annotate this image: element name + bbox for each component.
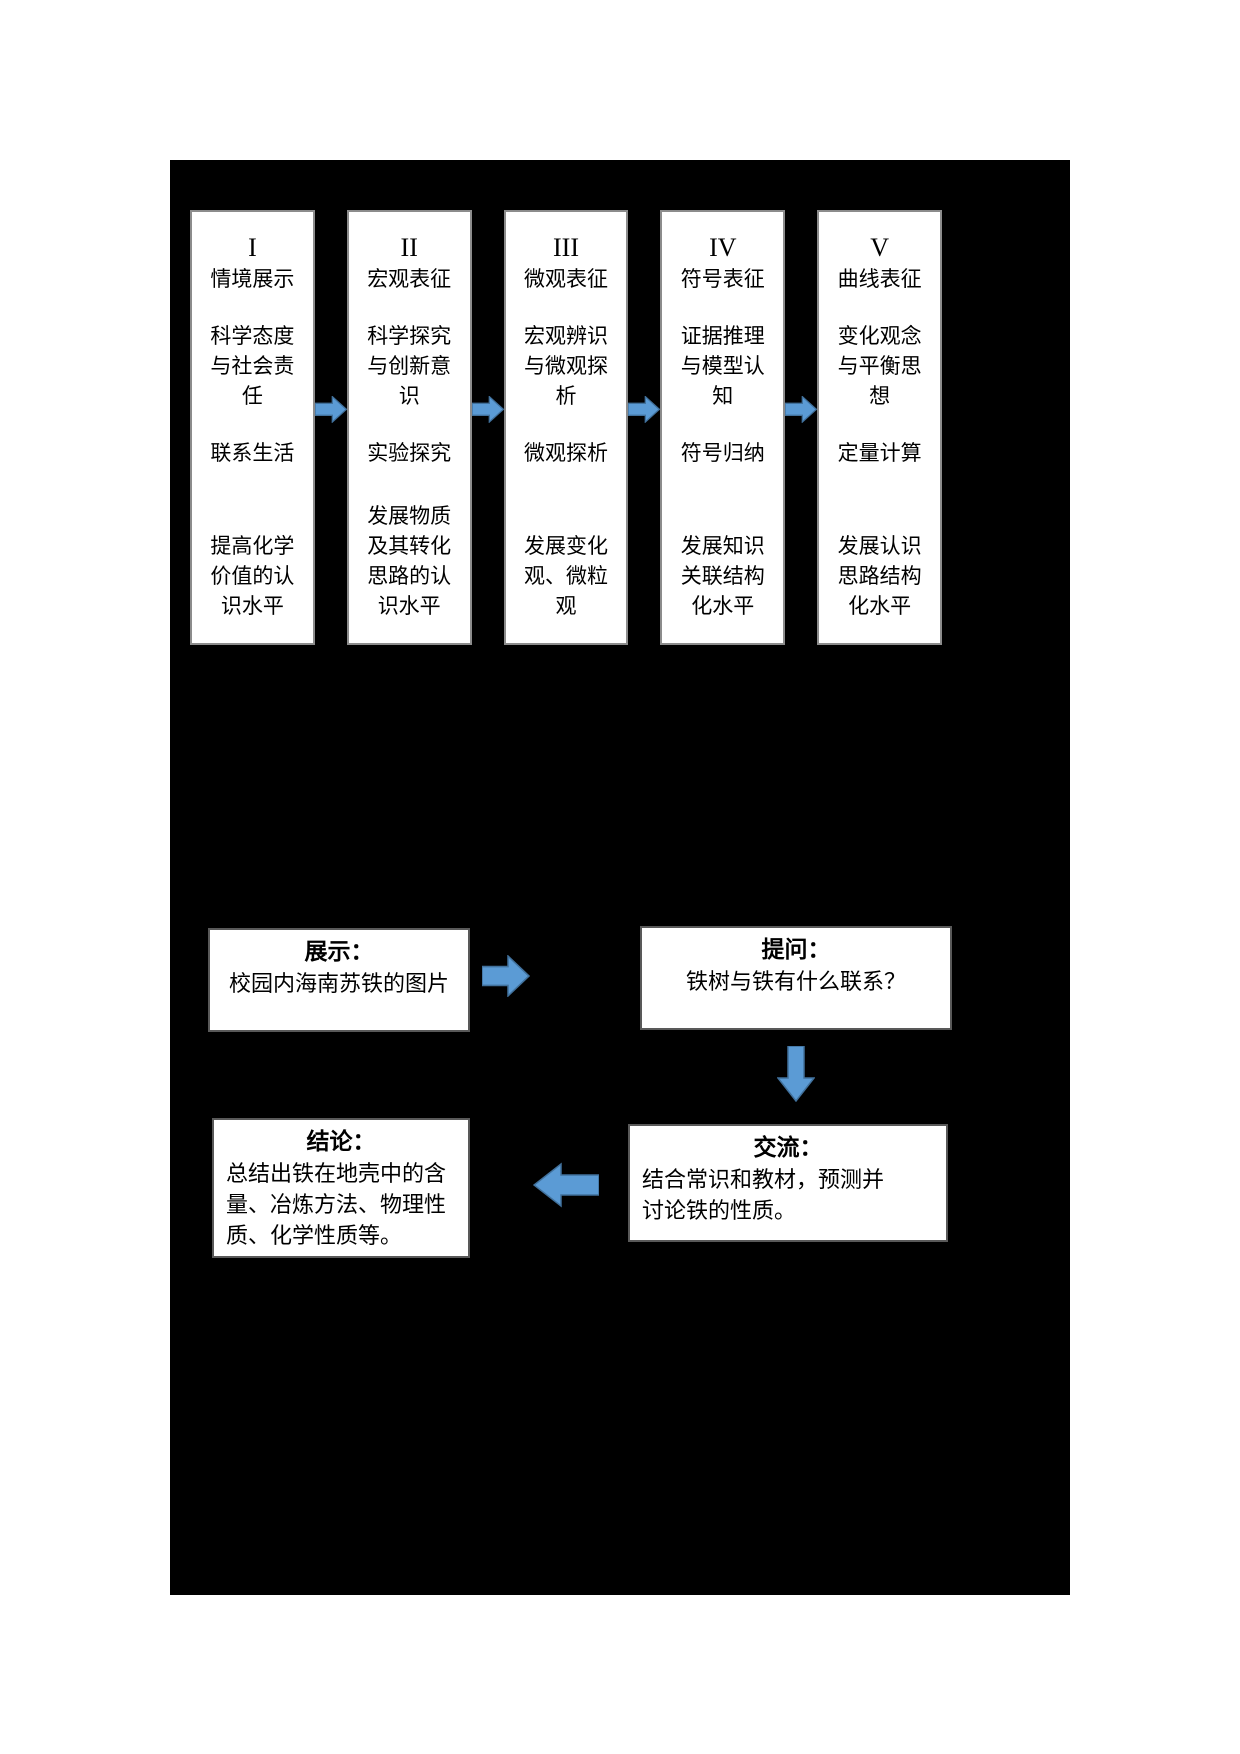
stage-title: 情境展示 — [210, 267, 295, 291]
stage-line: 关联结构 — [680, 564, 765, 588]
stage-line: 观 — [555, 594, 577, 618]
ask-box-body: 铁树与铁有什么联系？ — [685, 969, 906, 994]
stage-line: 与微观探 — [523, 354, 608, 378]
stage-line: 思路的认 — [367, 564, 452, 588]
stage-numeral: III — [553, 233, 579, 262]
stage-group: 符号归纳 — [681, 438, 765, 468]
stage-line: 联系生活 — [210, 441, 295, 465]
stage-line: 思路结构 — [837, 564, 922, 588]
stage-line: 化水平 — [848, 594, 912, 618]
stage-line: 析 — [555, 384, 577, 408]
stage-title: 符号表征 — [680, 267, 765, 291]
diagram-canvas: I 情境展示 科学态度与社会责任联系生活提高化学价值的认识水平 II 宏观表征 … — [170, 160, 1070, 1595]
arrow-left-icon — [533, 1162, 599, 1208]
stage-line: 与创新意 — [367, 354, 452, 378]
arrow-down-icon — [777, 1046, 815, 1102]
stage-group: 实验探究 — [367, 438, 451, 468]
conclusion-box-title: 结论： — [306, 1129, 376, 1154]
stage-group: 微观探析 — [524, 438, 608, 468]
stage-line: 变化观念 — [837, 324, 922, 348]
stage-box: II 宏观表征 科学探究与创新意识实验探究发展物质及其转化思路的认识水平 — [346, 210, 472, 645]
ask-box: 提问： 铁树与铁有什么联系？ — [640, 926, 952, 1030]
stage-group: 科学态度与社会责任 — [210, 321, 294, 411]
stage-line: 证据推理 — [680, 324, 765, 348]
discuss-box-title: 交流： — [753, 1135, 823, 1160]
stage-box: V 曲线表征 变化观念与平衡思想定量计算发展认识思路结构化水平 — [817, 210, 942, 645]
stage-line: 知 — [712, 384, 734, 408]
stage-line: 定量计算 — [837, 441, 922, 465]
stage-arrow-right-icon — [471, 396, 504, 423]
stage-line: 发展认识 — [837, 534, 922, 558]
stage-numeral: II — [400, 233, 418, 262]
stage-arrow-right-icon — [785, 396, 818, 423]
stage-box: III 微观表征 宏观辨识与微观探析微观探析发展变化观、微粒观 — [503, 210, 629, 645]
stage-line: 任 — [241, 384, 263, 408]
stage-group: 发展知识关联结构化水平 — [681, 531, 765, 621]
stage-numeral: V — [870, 233, 889, 262]
conclusion-box: 结论： 总结出铁在地壳中的含 量、冶炼方法、物理性 质、化学性质等。 — [212, 1118, 470, 1258]
stage-line: 科学态度 — [210, 324, 295, 348]
stage-title: 宏观表征 — [367, 267, 452, 291]
stage-line: 发展变化 — [523, 534, 608, 558]
stage-group: 发展物质及其转化思路的认识水平 — [367, 501, 451, 621]
ask-box-title: 提问： — [761, 937, 831, 962]
stage-group: 宏观辨识与微观探析 — [524, 321, 608, 411]
stage-title: 微观表征 — [523, 267, 608, 291]
stage-group: 发展认识思路结构化水平 — [838, 531, 922, 621]
stage-line: 想 — [869, 384, 891, 408]
stage-group: 变化观念与平衡思想 — [838, 321, 922, 411]
stage-line: 观、微粒 — [523, 564, 608, 588]
stage-line: 发展知识 — [680, 534, 765, 558]
show-box: 展示： 校园内海南苏铁的图片 — [208, 928, 470, 1032]
stage-row: I 情境展示 科学态度与社会责任联系生活提高化学价值的认识水平 II 宏观表征 … — [190, 210, 942, 645]
stage-group: 发展变化观、微粒观 — [524, 531, 608, 621]
stage-group: 证据推理与模型认知 — [681, 321, 765, 411]
stage-numeral: IV — [709, 233, 737, 262]
stage-line: 及其转化 — [367, 534, 452, 558]
stage-box: IV 符号表征 证据推理与模型认知符号归纳发展知识关联结构化水平 — [660, 210, 786, 645]
stage-line: 与模型认 — [680, 354, 765, 378]
stage-group: 科学探究与创新意识 — [367, 321, 451, 411]
stage-line: 符号归纳 — [680, 441, 765, 465]
stage-group: 定量计算 — [838, 438, 922, 468]
stage-group: 提高化学价值的认识水平 — [210, 531, 294, 621]
stage-title: 曲线表征 — [837, 267, 922, 291]
stage-line: 与社会责 — [210, 354, 295, 378]
stage-line: 发展物质 — [367, 504, 452, 528]
stage-line: 科学探究 — [367, 324, 452, 348]
stage-group: 联系生活 — [210, 438, 294, 468]
discuss-box-body: 结合常识和教材，预测并 讨论铁的性质。 — [642, 1167, 885, 1223]
stage-line: 实验探究 — [367, 441, 452, 465]
show-box-title: 展示： — [304, 939, 374, 964]
stage-box: I 情境展示 科学态度与社会责任联系生活提高化学价值的认识水平 — [190, 210, 315, 645]
stage-line: 价值的认 — [210, 564, 295, 588]
show-box-body: 校园内海南苏铁的图片 — [228, 971, 449, 996]
conclusion-box-body: 总结出铁在地壳中的含 量、冶炼方法、物理性 质、化学性质等。 — [226, 1161, 447, 1248]
stage-line: 化水平 — [691, 594, 755, 618]
stage-numeral: I — [248, 233, 257, 262]
stage-line: 识水平 — [220, 594, 284, 618]
stage-line: 识 — [398, 384, 420, 408]
stage-arrow-right-icon — [314, 396, 347, 423]
stage-line: 与平衡思 — [837, 354, 922, 378]
stage-line: 宏观辨识 — [523, 324, 608, 348]
arrow-right-icon — [482, 955, 530, 997]
stage-line: 微观探析 — [523, 441, 608, 465]
discuss-box: 交流： 结合常识和教材，预测并 讨论铁的性质。 — [628, 1124, 948, 1242]
stage-arrow-right-icon — [628, 396, 661, 423]
stage-line: 识水平 — [377, 594, 441, 618]
stage-line: 提高化学 — [210, 534, 295, 558]
